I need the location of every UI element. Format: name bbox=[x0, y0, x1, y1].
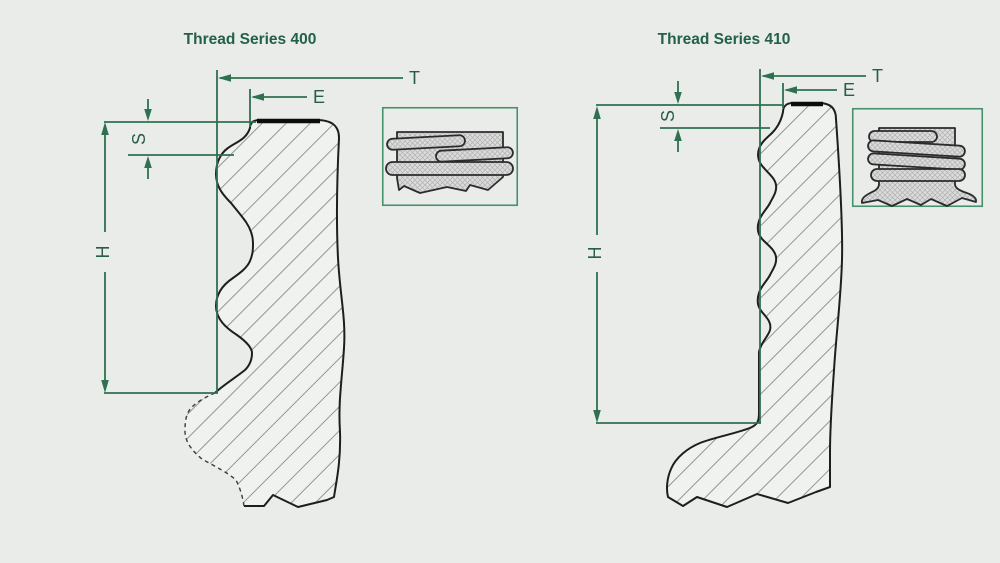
thread-410-neck-finish-illustration-icon bbox=[860, 127, 977, 207]
t-arrowhead bbox=[218, 74, 231, 82]
h-up-arrowhead bbox=[593, 106, 601, 119]
thread-400-neck-finish-illustration-icon bbox=[385, 131, 514, 194]
diagram-400-title: Thread Series 400 bbox=[184, 31, 317, 48]
h-up-arrowhead bbox=[101, 122, 109, 135]
inset-400-thread-ridge-2 bbox=[435, 146, 514, 163]
s-up-arrowhead bbox=[674, 129, 682, 141]
diagram-410-title: Thread Series 410 bbox=[658, 31, 791, 48]
neck-profile-410-shape bbox=[666, 102, 844, 508]
inset-box-410 bbox=[851, 107, 984, 208]
s-label: S bbox=[658, 110, 678, 122]
h-label: H bbox=[585, 247, 605, 260]
e-label: E bbox=[843, 80, 855, 100]
inset-410-collar-ring bbox=[870, 168, 966, 182]
inset-box-400 bbox=[381, 106, 519, 207]
s-dimension-400: S bbox=[104, 99, 256, 179]
h-dimension-400: H bbox=[93, 122, 218, 394]
e-dimension-400: E bbox=[249, 87, 325, 127]
e-arrowhead bbox=[784, 86, 797, 94]
neck-profile-400-fill bbox=[185, 120, 345, 507]
s-dimension-410: S bbox=[596, 81, 784, 152]
neck-profile-410 bbox=[666, 101, 844, 508]
neck-profile-400-bead-dashed bbox=[184, 392, 245, 507]
t-dimension-400: T bbox=[216, 68, 420, 393]
e-arrowhead bbox=[251, 93, 264, 101]
t-label: T bbox=[872, 66, 883, 86]
t-arrowhead bbox=[761, 72, 774, 80]
diagram-thread-series-400: Thread Series 400 T E bbox=[93, 31, 519, 508]
t-label: T bbox=[409, 68, 420, 88]
e-label: E bbox=[313, 87, 325, 107]
e-dimension-410: E bbox=[782, 80, 855, 108]
neck-profile-400 bbox=[184, 118, 346, 508]
h-dimension-410: H bbox=[585, 106, 761, 424]
s-label: S bbox=[129, 133, 149, 145]
s-up-arrowhead bbox=[144, 156, 152, 168]
h-down-arrowhead bbox=[593, 410, 601, 423]
inset-400-thread-ridge-1 bbox=[386, 134, 466, 151]
inset-410-thread-ridge-3 bbox=[867, 152, 966, 171]
h-down-arrowhead bbox=[101, 380, 109, 393]
h-label: H bbox=[93, 246, 113, 259]
inset-410-thread-ridge-2 bbox=[867, 139, 966, 158]
s-down-arrowhead bbox=[674, 92, 682, 104]
diagram-thread-series-410: Thread Series 410 T E S bbox=[585, 31, 984, 508]
inset-400-bead-ring bbox=[385, 161, 514, 176]
s-down-arrowhead bbox=[144, 109, 152, 121]
